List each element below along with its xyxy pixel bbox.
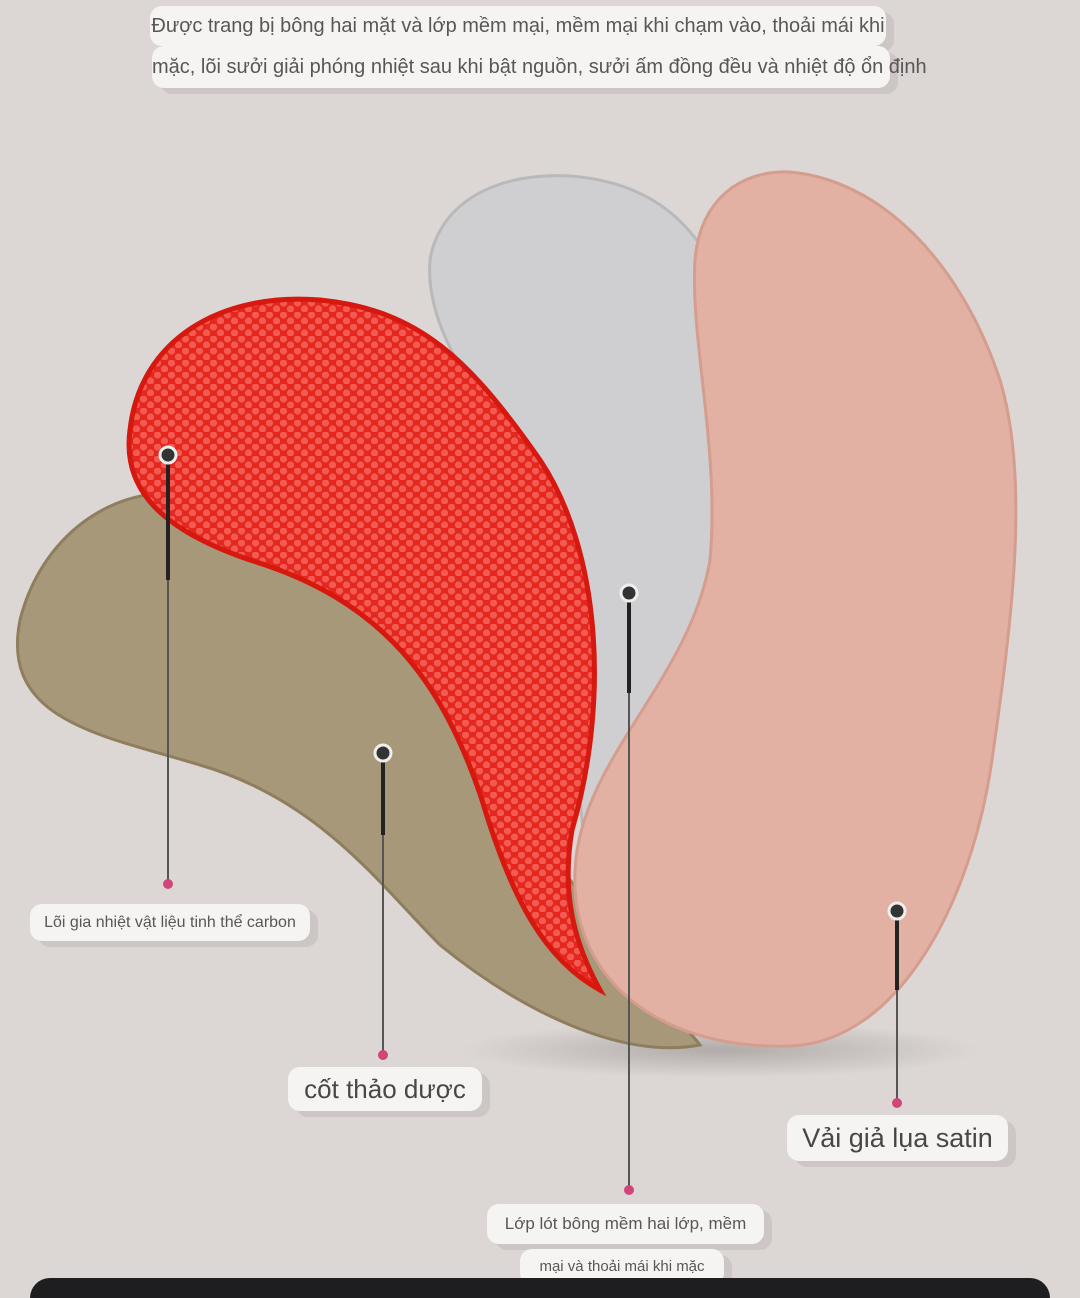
callout-line-herbal xyxy=(373,743,393,1060)
description-line-1: Được trang bị bông hai mặt và lớp mềm mạ… xyxy=(150,6,886,46)
label-herbal-base: cốt thảo dược xyxy=(288,1067,482,1111)
bottom-bar xyxy=(30,1278,1050,1298)
callout-line-cotton xyxy=(619,583,639,1195)
callout-line-satin xyxy=(887,901,907,1108)
carbon-layer xyxy=(126,296,607,997)
label-cotton-lining-1: Lớp lót bông mềm hai lớp, mềm xyxy=(487,1204,764,1244)
description-line-2: mặc, lõi sưởi giải phóng nhiệt sau khi b… xyxy=(152,46,927,88)
callout-line-carbon xyxy=(158,445,178,889)
label-carbon-core: Lõi gia nhiệt vật liệu tinh thể carbon xyxy=(30,904,310,941)
shadow xyxy=(460,1022,980,1078)
label-satin: Vải giả lụa satin xyxy=(787,1115,1008,1161)
